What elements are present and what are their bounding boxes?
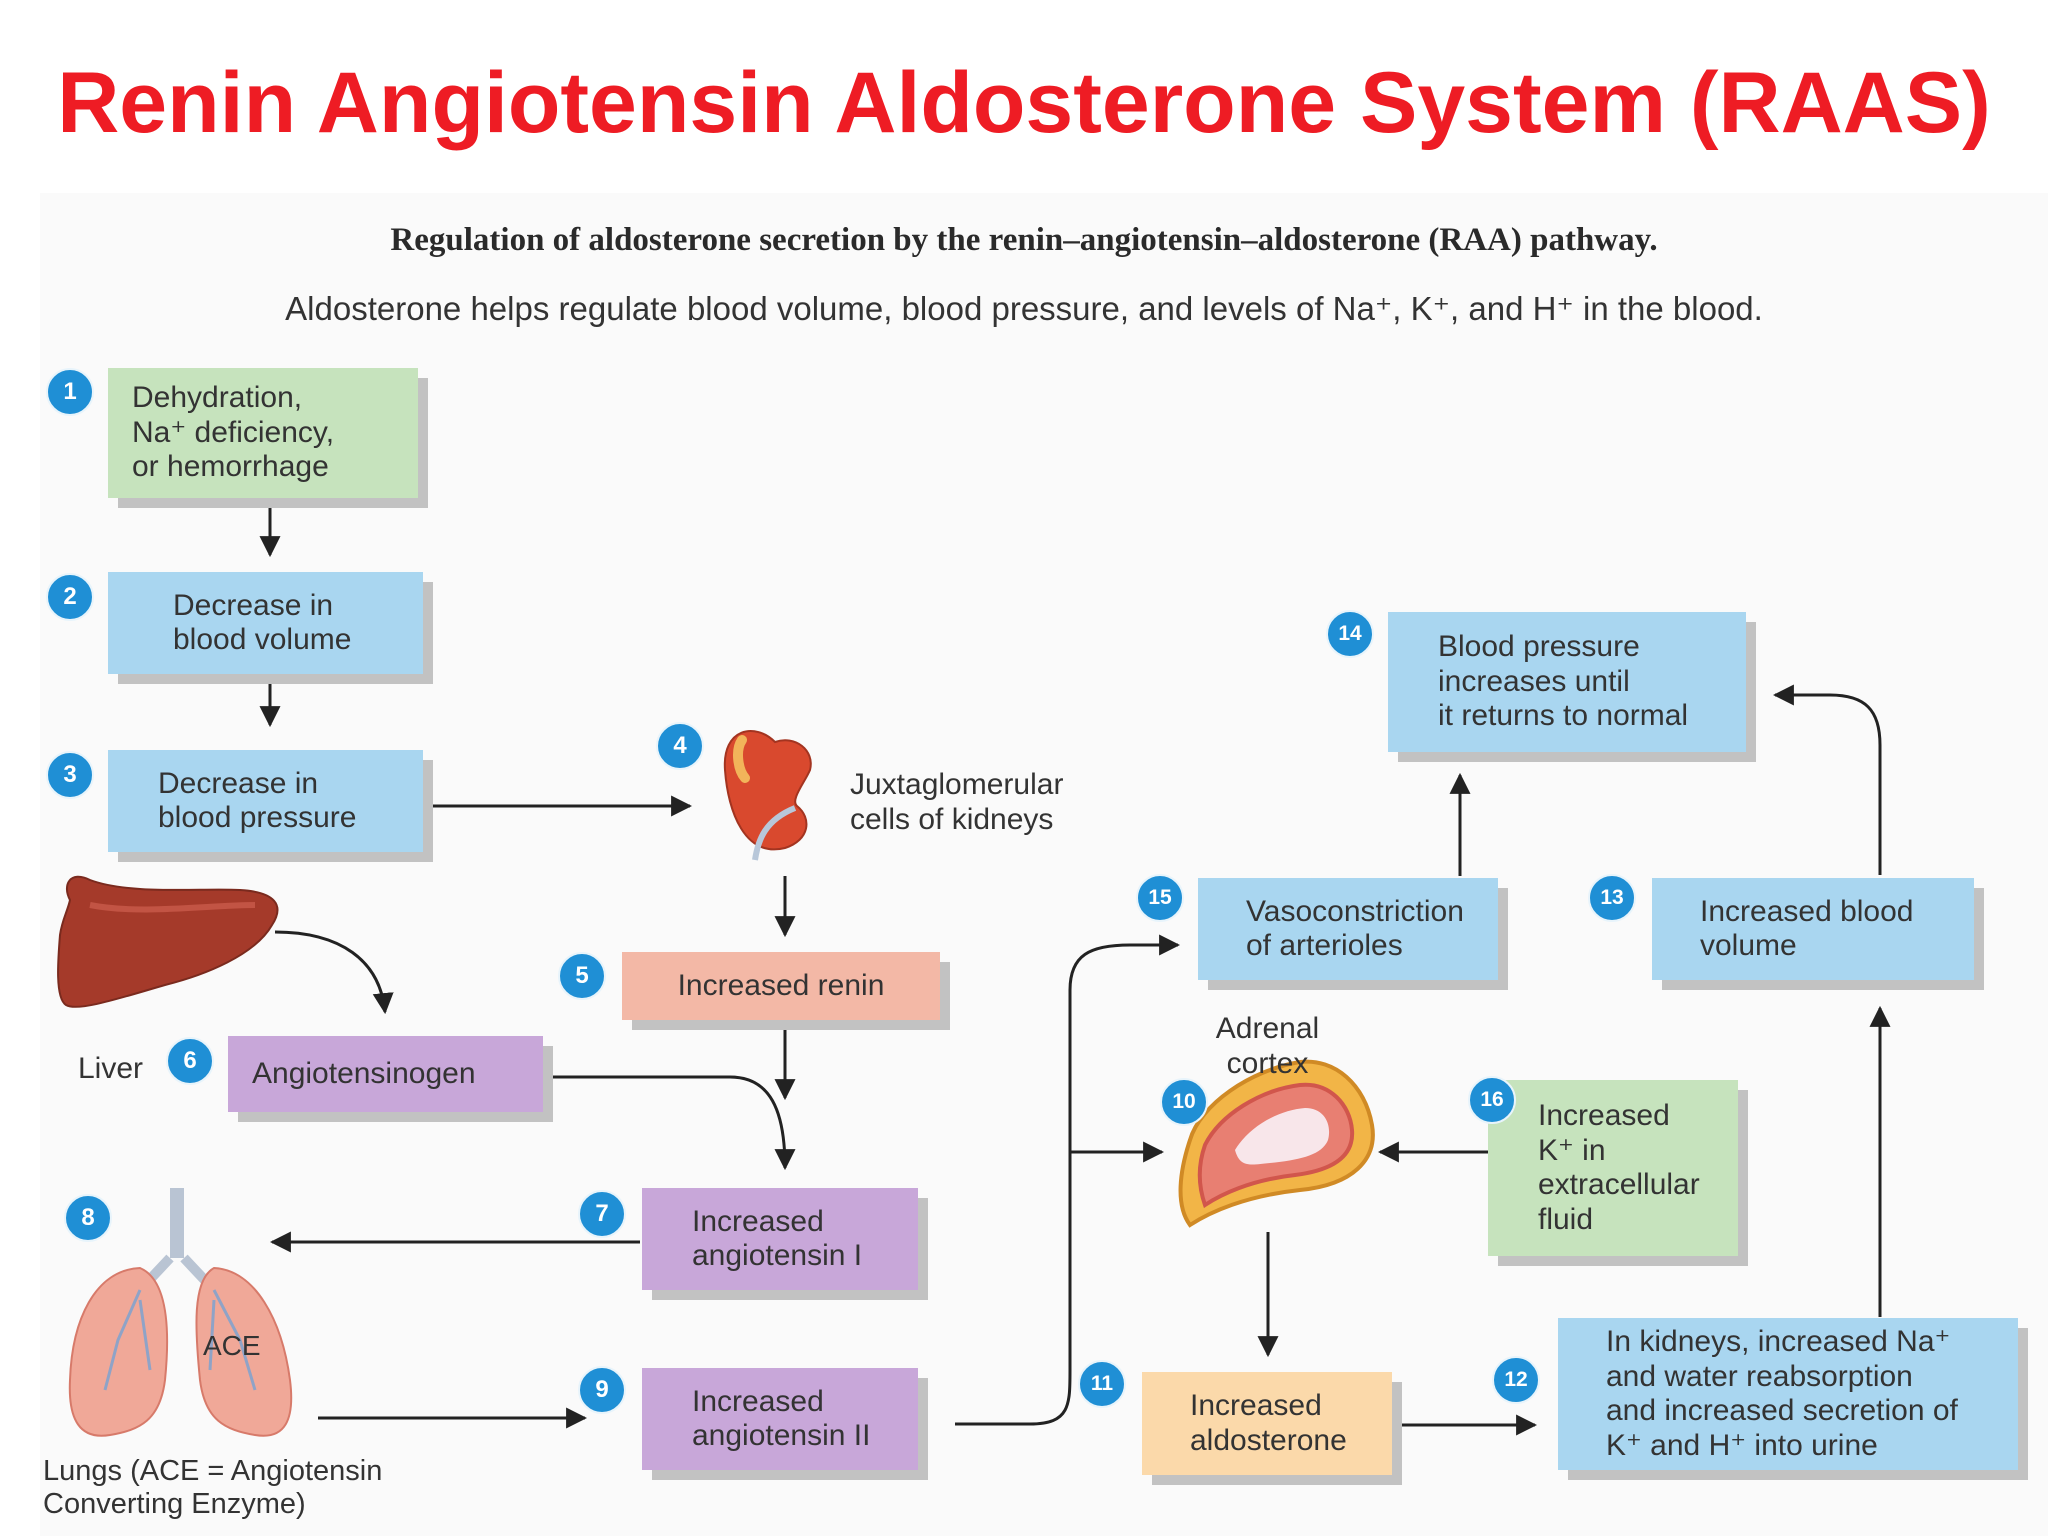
step-5-text: Increased renin [677,968,885,1002]
step-6-box: Angiotensinogen [228,1036,543,1112]
badge-9: 9 [578,1366,626,1414]
step-12-text: In kidneys, increased Na⁺ and water reab… [1606,1325,1958,1462]
step-4-label: Juxtaglomerular cells of kidneys [850,768,1064,836]
step-13-text: Increased blood volume [1700,894,1914,963]
step-15-box: Vasoconstriction of arterioles [1198,878,1498,980]
step-9-text: Increased angiotensin II [692,1384,871,1453]
badge-16: 16 [1468,1076,1516,1124]
adrenal-cortex-label: Adrenal cortex [1215,1012,1320,1080]
badge-2: 2 [46,573,94,621]
badge-7: 7 [578,1190,626,1238]
badge-6: 6 [166,1037,214,1085]
step-5-box: Increased renin [622,952,940,1020]
step-16-box: Increased K⁺ in extracellular fluid [1488,1080,1738,1256]
step-9-box: Increased angiotensin II [642,1368,918,1470]
badge-3: 3 [46,751,94,799]
step-16-text: Increased K⁺ in extracellular fluid [1538,1099,1700,1236]
step-11-text: Increased aldosterone [1190,1389,1347,1457]
badge-14: 14 [1326,610,1374,658]
step-14-text: Blood pressure increases until it return… [1438,630,1689,733]
badge-8: 8 [64,1194,112,1242]
step-7-text: Increased angiotensin I [692,1204,863,1273]
badge-1: 1 [46,368,94,416]
step-7-box: Increased angiotensin I [642,1188,918,1290]
badge-12: 12 [1492,1356,1540,1404]
page-title: Renin Angiotensin Aldosterone System (RA… [57,55,1991,151]
step-3-box: Decrease in blood pressure [108,750,423,852]
arrow-13-14 [1772,684,1882,875]
step-11-box: Increased aldosterone [1142,1372,1392,1475]
step-3-text: Decrease in blood pressure [158,766,357,835]
badge-13: 13 [1588,874,1636,922]
lungs-icon [68,1188,293,1437]
step-14-box: Blood pressure increases until it return… [1388,612,1746,752]
figure-subheading: Aldosterone helps regulate blood volume,… [285,290,1763,327]
badge-15: 15 [1136,874,1184,922]
adrenal-gland-icon [1178,1059,1375,1228]
step-15-text: Vasoconstriction of arterioles [1246,894,1464,963]
arrow-9-15 [955,934,1181,1426]
lungs-label: Lungs (ACE = Angiotensin Converting Enzy… [43,1455,383,1521]
kidney-icon [723,729,812,861]
ace-label: ACE [203,1330,261,1361]
step-2-text: Decrease in blood volume [173,588,352,657]
arrow-6-7 [545,1075,796,1171]
step-12-box: In kidneys, increased Na⁺ and water reab… [1558,1318,2018,1470]
arrow-liver-6 [274,930,394,1015]
liver-icon [57,875,279,1008]
step-2-box: Decrease in blood volume [108,572,423,674]
step-13-box: Increased blood volume [1652,878,1974,980]
step-1-text: Dehydration, Na⁺ deficiency, or hemorrha… [132,381,335,484]
step-6-text: Angiotensinogen [252,1056,476,1090]
figure-heading: Regulation of aldosterone secretion by t… [390,222,1658,258]
badge-4: 4 [656,722,704,770]
badge-5: 5 [558,952,606,1000]
badge-10: 10 [1160,1078,1208,1126]
liver-label: Liver [78,1052,144,1085]
step-1-box: Dehydration, Na⁺ deficiency, or hemorrha… [108,368,418,498]
badge-11: 11 [1078,1360,1126,1408]
